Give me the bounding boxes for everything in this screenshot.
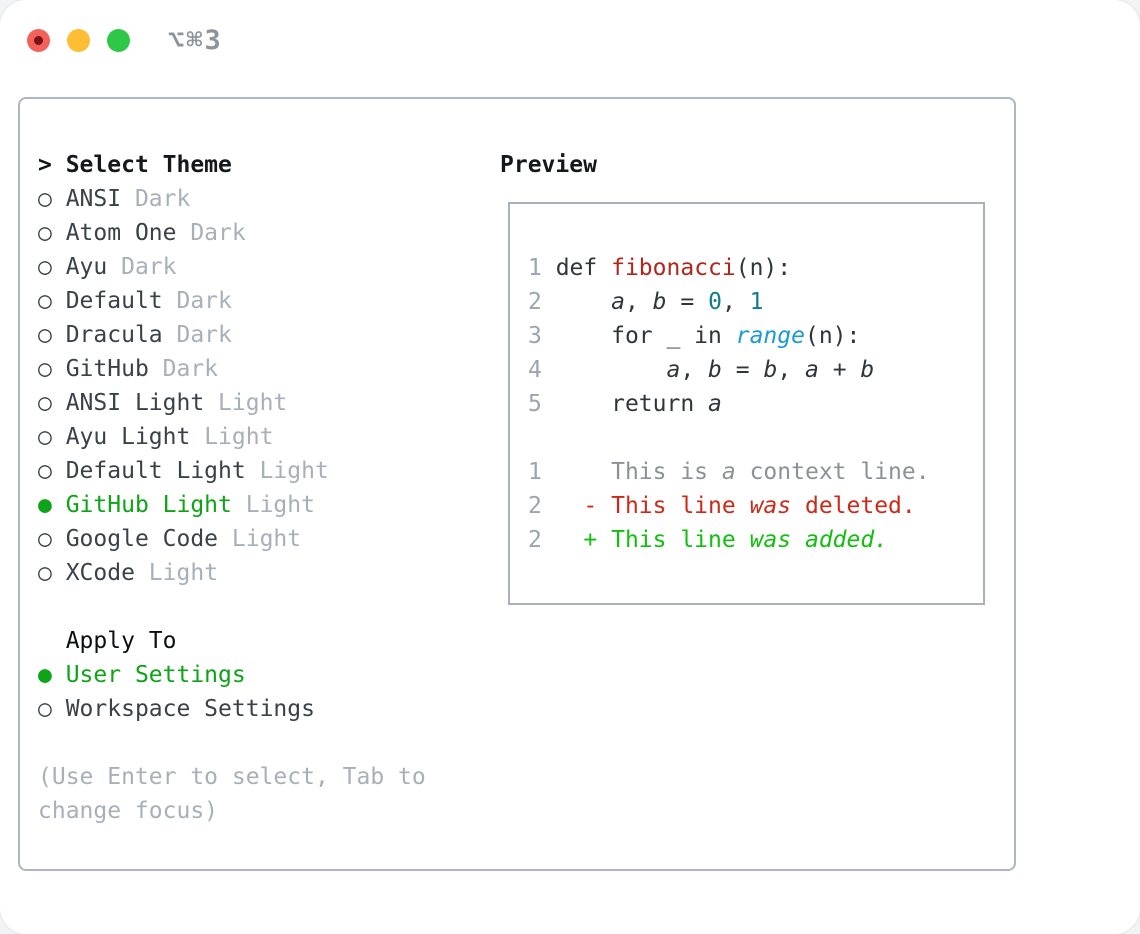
radio-icon: ○ <box>38 526 52 552</box>
theme-option-default-light[interactable]: ○ Default Light Light <box>38 454 426 488</box>
code-line: 2 a, b = 0, 1 <box>528 289 764 315</box>
radio-icon: ○ <box>38 322 52 348</box>
close-button-icon[interactable] <box>27 29 50 52</box>
theme-variant-label: Light <box>190 424 274 450</box>
theme-variant-label: Light <box>134 560 219 586</box>
theme-variant-label: Dark <box>162 322 232 348</box>
theme-variant-label: Dark <box>121 186 191 212</box>
theme-variant-label: Dark <box>176 220 246 246</box>
theme-name: Ayu <box>51 254 108 280</box>
radio-icon: ○ <box>38 254 52 280</box>
apply-option-label: Workspace Settings <box>51 696 315 722</box>
theme-variant-label: Light <box>218 526 302 552</box>
radio-icon: ○ <box>38 424 52 450</box>
theme-picker-panel: > Select Theme○ ANSI Dark○ Atom One Dark… <box>18 97 1016 871</box>
line-number: 1 <box>528 459 542 485</box>
line-number: 4 <box>528 357 542 383</box>
theme-name: Default <box>51 288 163 314</box>
apply-option-label: User Settings <box>51 662 246 688</box>
theme-name: Dracula <box>51 322 163 348</box>
theme-name: Google Code <box>51 526 219 552</box>
theme-variant-label: Light <box>204 390 288 416</box>
theme-option-xcode[interactable]: ○ XCode Light <box>38 556 426 590</box>
radio-icon: ○ <box>38 220 52 246</box>
radio-icon: ○ <box>38 560 52 586</box>
radio-icon: ○ <box>38 696 52 722</box>
line-number: 3 <box>528 323 542 349</box>
theme-option-ayu-light[interactable]: ○ Ayu Light Light <box>38 420 426 454</box>
apply-to-header: Apply To <box>38 624 426 658</box>
theme-option-atom-one[interactable]: ○ Atom One Dark <box>38 216 426 250</box>
apply-option-user-settings[interactable]: ● User Settings <box>38 658 426 692</box>
diff-line: 1 This is a context line. <box>528 459 930 485</box>
theme-name: Atom One <box>51 220 177 246</box>
theme-option-default[interactable]: ○ Default Dark <box>38 284 426 318</box>
radio-icon: ○ <box>38 390 52 416</box>
line-number: 2 <box>528 493 542 519</box>
theme-option-github[interactable]: ○ GitHub Dark <box>38 352 426 386</box>
theme-list-column: > Select Theme○ ANSI Dark○ Atom One Dark… <box>38 148 426 828</box>
keyboard-hint: change focus) <box>38 798 219 824</box>
theme-name: GitHub <box>51 356 149 382</box>
theme-name: Default Light <box>51 458 246 484</box>
theme-name: Ayu Light <box>51 424 191 450</box>
theme-name: GitHub Light <box>51 492 232 518</box>
window-title: ⌥⌘3 <box>168 25 223 56</box>
minimize-button-icon[interactable] <box>67 29 90 52</box>
line-number: 2 <box>528 289 542 315</box>
spacer-row <box>38 590 426 624</box>
theme-variant-label: Dark <box>148 356 219 382</box>
radio-selected-icon: ● <box>38 662 52 688</box>
theme-name: XCode <box>51 560 135 586</box>
radio-icon: ○ <box>38 288 52 314</box>
spacer-row <box>38 726 426 760</box>
theme-variant-label: Dark <box>162 288 232 314</box>
window-titlebar: ⌥⌘3 <box>27 25 223 56</box>
code-line: 1 def fibonacci(n): <box>528 255 792 281</box>
theme-option-ansi-light[interactable]: ○ ANSI Light Light <box>38 386 426 420</box>
code-line: 3 for _ in range(n): <box>528 323 861 349</box>
apply-option-workspace-settings[interactable]: ○ Workspace Settings <box>38 692 426 726</box>
apply-to-title: Apply To <box>38 628 177 654</box>
radio-selected-icon: ● <box>38 492 52 518</box>
line-number: 1 <box>528 255 542 281</box>
theme-option-google-code[interactable]: ○ Google Code Light <box>38 522 426 556</box>
theme-variant-label: Light <box>231 492 315 518</box>
diff-line: 2 + This line was added. <box>528 527 889 553</box>
theme-option-ayu[interactable]: ○ Ayu Dark <box>38 250 426 284</box>
line-number: 2 <box>528 527 542 553</box>
zoom-button-icon[interactable] <box>107 29 130 52</box>
theme-option-github-light[interactable]: ● GitHub Light Light <box>38 488 426 522</box>
cursor-indicator: > <box>38 152 52 178</box>
code-line: 5 return a <box>528 391 722 417</box>
radio-icon: ○ <box>38 356 52 382</box>
theme-option-dracula[interactable]: ○ Dracula Dark <box>38 318 426 352</box>
radio-icon: ○ <box>38 458 52 484</box>
code-line: 4 a, b = b, a + b <box>528 357 875 383</box>
diff-line: 2 - This line was deleted. <box>528 493 916 519</box>
theme-list-header: > Select Theme <box>38 148 426 182</box>
preview-heading: Preview <box>500 152 597 178</box>
preview-pane: 1 def fibonacci(n): 2 a, b = 0, 1 3 for _ … <box>508 202 985 605</box>
keyboard-hint: (Use Enter to select, Tab to <box>38 764 426 790</box>
theme-option-ansi[interactable]: ○ ANSI Dark <box>38 182 426 216</box>
code-line <box>528 421 983 455</box>
theme-name: ANSI <box>51 186 122 212</box>
theme-list-title: Select Theme <box>51 152 232 178</box>
theme-variant-label: Dark <box>107 254 177 280</box>
theme-name: ANSI Light <box>51 390 205 416</box>
line-number: 5 <box>528 391 542 417</box>
theme-variant-label: Light <box>245 458 329 484</box>
radio-icon: ○ <box>38 186 52 212</box>
